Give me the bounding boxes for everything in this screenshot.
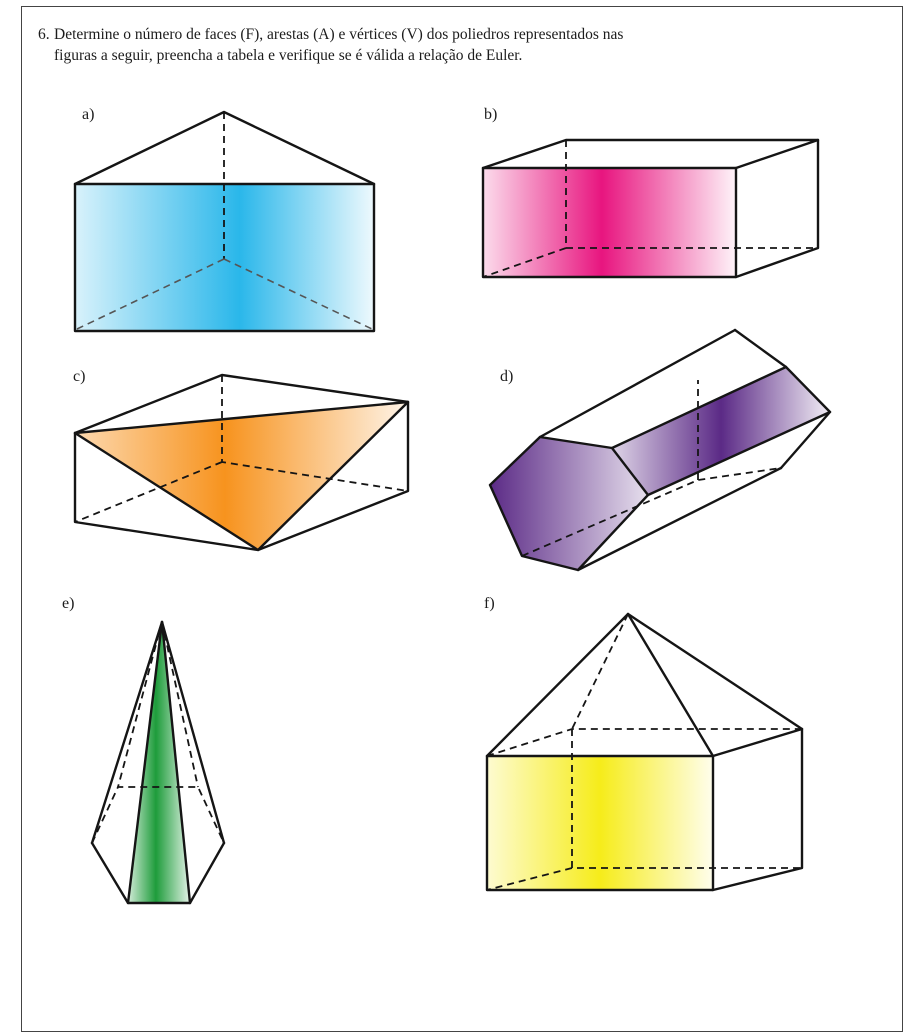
figure-f-prism-with-pyramid xyxy=(485,612,804,892)
figure-label-a: a) xyxy=(82,106,95,123)
figure-label-d: d) xyxy=(500,368,514,385)
figure-label-e: e) xyxy=(62,595,75,612)
figure-a-triangular-prism xyxy=(73,110,376,333)
figure-c-sectioned-prism xyxy=(73,373,410,552)
exercise-text-line-2: figuras a seguir, preencha a tabela e ve… xyxy=(54,47,523,64)
exercise-statement: 6.Determine o número de faces (F), arest… xyxy=(38,24,858,66)
figure-e-hexagonal-pyramid xyxy=(90,620,226,905)
figure-label-b: b) xyxy=(484,106,498,123)
exercise-text-line-1: Determine o número de faces (F), arestas… xyxy=(54,26,624,43)
figure-d-hexagonal-prism xyxy=(488,328,832,572)
figure-b-rectangular-prism xyxy=(481,138,820,279)
figure-label-c: c) xyxy=(73,368,86,385)
exercise-number: 6. xyxy=(38,26,50,43)
figure-label-f: f) xyxy=(484,595,495,612)
